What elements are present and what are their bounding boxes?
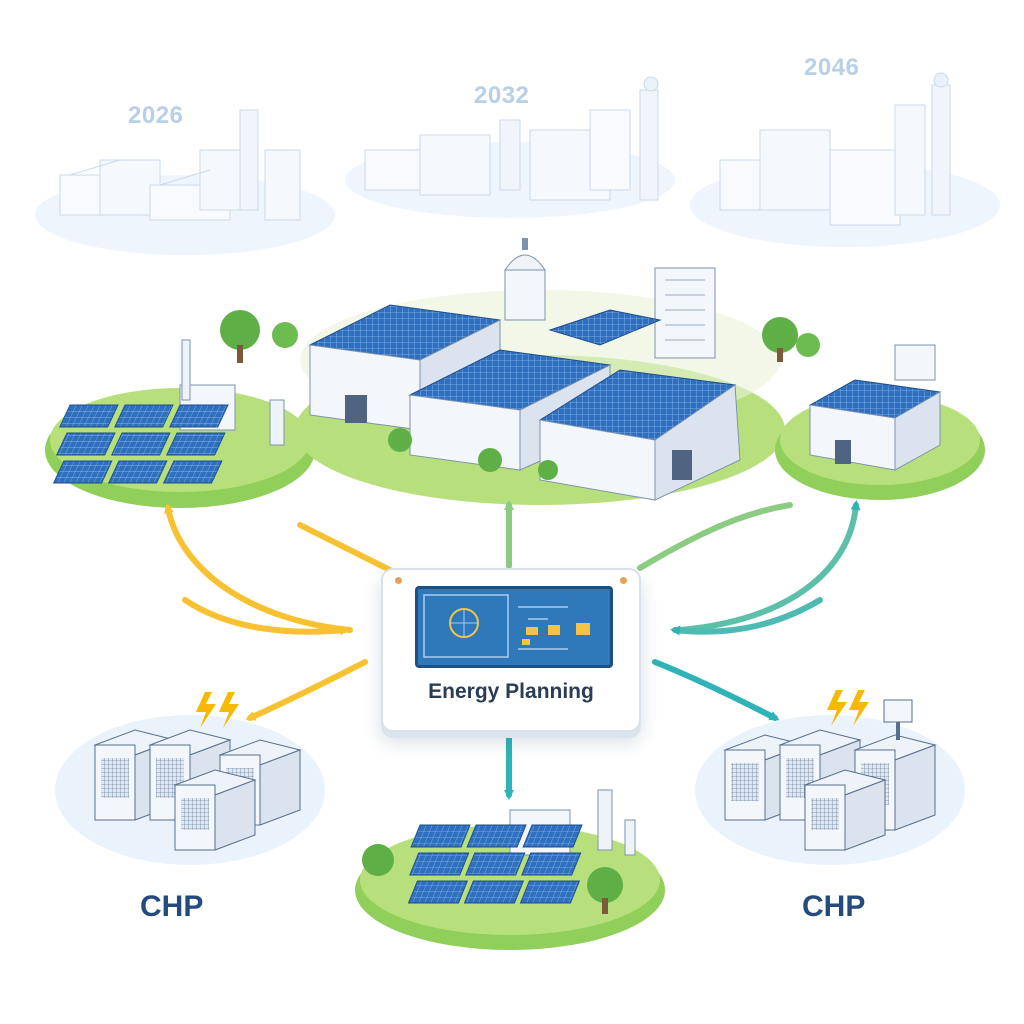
panel-title: Energy Planning bbox=[428, 680, 594, 703]
year-label-2046: 2046 bbox=[804, 54, 860, 81]
chp-label-right: CHP bbox=[802, 890, 866, 923]
arrow-hub-to-right-building bbox=[637, 502, 793, 571]
arrow-to-hub-from-left bbox=[182, 597, 350, 636]
lightning-icon bbox=[219, 692, 239, 728]
dashboard-screen bbox=[415, 586, 613, 668]
lightning-icon bbox=[849, 690, 869, 726]
city-snapshot-2026 bbox=[35, 109, 335, 255]
central-campus bbox=[295, 238, 785, 505]
chp-units-left bbox=[55, 692, 325, 865]
energy-planning-panel: Energy Planning bbox=[381, 568, 641, 732]
chp-label-left: CHP bbox=[140, 890, 204, 923]
arrow-to-right-building bbox=[677, 500, 861, 633]
chp-units-right bbox=[695, 690, 965, 865]
year-label-2032: 2032 bbox=[474, 82, 530, 109]
panel-screw-icon bbox=[395, 577, 402, 584]
arrow-to-left-solar bbox=[164, 503, 353, 633]
building-right bbox=[762, 317, 985, 500]
arrow-left-solar-to-hub bbox=[297, 522, 393, 573]
solar-field-bottom bbox=[355, 789, 665, 950]
connector-arrows bbox=[164, 500, 861, 800]
year-label-2026: 2026 bbox=[128, 102, 184, 129]
solar-field-left bbox=[45, 310, 315, 508]
arrow-right-to-hub bbox=[670, 597, 823, 636]
arrow-to-chp-left bbox=[245, 659, 368, 721]
city-snapshot-2032 bbox=[345, 76, 675, 218]
panel-screw-icon bbox=[620, 577, 627, 584]
dashboard-chart-icon bbox=[423, 594, 590, 658]
city-snapshot-2046 bbox=[690, 72, 1000, 247]
arrow-to-chp-right bbox=[652, 659, 780, 721]
lightning-icon bbox=[196, 692, 216, 728]
lightning-icon bbox=[827, 690, 847, 726]
